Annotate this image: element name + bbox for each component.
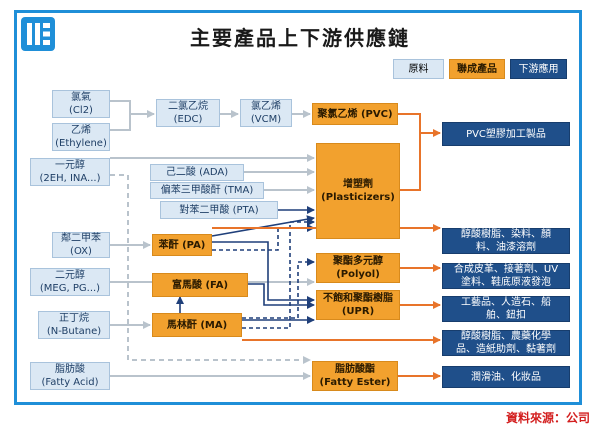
raw-ethylene: 乙烯 (Ethylene)	[52, 123, 110, 151]
source-note: 資料來源：公司	[505, 411, 590, 425]
raw-chlorine: 氯氣 (Cl2)	[52, 90, 110, 118]
downstream-leather: 合成皮革、接著劑、UV 塗料、鞋底原液發泡	[442, 263, 570, 289]
product-fa: 富馬酸 (FA)	[152, 273, 248, 297]
raw-ada: 己二酸 (ADA)	[150, 164, 244, 181]
raw-ox: 鄰二甲苯 (OX)	[52, 232, 110, 258]
product-plasticizer: 增塑劑 (Plasticizers)	[316, 143, 400, 239]
connector-alcohol-dashed	[110, 174, 311, 364]
page-title: 主要產品上下游供應鏈	[190, 26, 410, 50]
company-logo-icon	[21, 17, 55, 51]
raw-butane: 正丁烷 (N-Butane)	[38, 311, 110, 339]
raw-pta: 對苯二甲酸 (PTA)	[160, 201, 278, 219]
product-polyol: 聚酯多元醇 (Polyol)	[316, 253, 400, 283]
raw-edc: 二氯乙烷 (EDC)	[156, 99, 220, 127]
connector-pa-upr	[212, 241, 315, 304]
product-fatty-ester: 脂肪酸酯 (Fatty Ester)	[312, 361, 398, 391]
connector-plasticizer-downstream	[400, 133, 421, 191]
downstream-pvc-products: PVC塑膠加工製品	[442, 122, 570, 146]
product-pa: 苯酐 (PA)	[152, 234, 212, 256]
legend-raw: 原料	[393, 59, 444, 79]
raw-diol: 二元醇 (MEG, PG...)	[30, 268, 110, 296]
connector-pa-polyol-dashed	[212, 224, 315, 251]
raw-alcohol: 一元醇 (2EH, INA...)	[30, 158, 110, 186]
downstream-alkyd-coating: 醇酸樹脂、染料、顏 料、油漆溶劑	[442, 228, 570, 254]
raw-tma: 偏苯三甲酸酐 (TMA)	[150, 182, 264, 199]
connector-ma-plasticizer-dashed	[242, 218, 315, 329]
legend-downstream: 下游應用	[510, 59, 567, 79]
connector-cl2	[110, 100, 131, 114]
downstream-crafts: 工藝品、人造石、船 舶、鈕扣	[442, 296, 570, 322]
product-upr: 不飽和聚酯樹脂 (UPR)	[316, 290, 400, 320]
product-pvc: 聚氯乙烯 (PVC)	[312, 103, 398, 125]
connector-fa-upr	[248, 283, 315, 309]
downstream-lubricant: 潤滑油、化妝品	[442, 366, 570, 388]
legend-product: 聯成產品	[449, 59, 505, 79]
connector-ethylene	[110, 114, 131, 131]
connector-pvc-downstream	[398, 113, 441, 137]
raw-vcm: 氯乙烯 (VCM)	[240, 99, 292, 127]
raw-fatty-acid: 脂肪酸 (Fatty Acid)	[30, 362, 110, 390]
product-ma: 馬林酐 (MA)	[152, 313, 242, 337]
downstream-agri: 醇酸樹脂、農藥化學 品、造紙助劑、黏著劑	[442, 330, 570, 356]
connector-ma-polyol-dashed	[242, 258, 315, 319]
